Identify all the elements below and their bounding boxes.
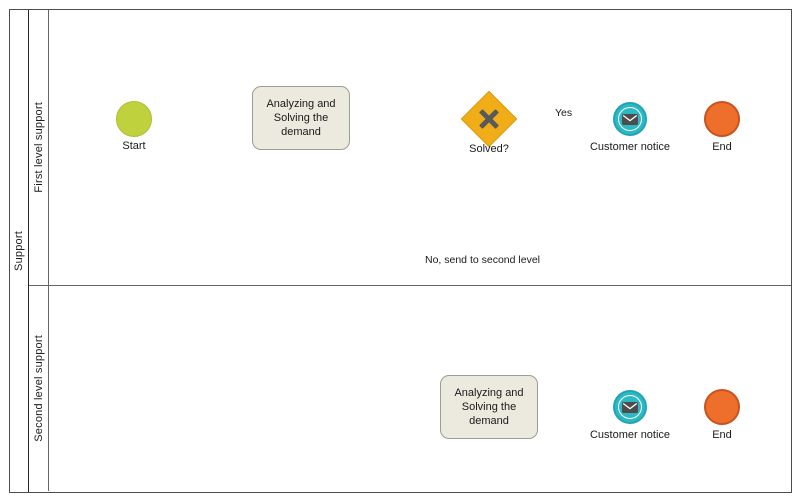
start-event-label: Start xyxy=(122,140,146,152)
x-marker-icon xyxy=(461,91,517,147)
lane-title-first-level: First level support xyxy=(32,102,45,193)
pool-title: Support xyxy=(13,231,25,271)
gateway-label-solved: Solved? xyxy=(469,143,509,155)
envelope-icon xyxy=(618,107,642,131)
task-analyzing-solving-level2[interactable]: Analyzing and Solving the demand xyxy=(440,375,538,439)
envelope-icon xyxy=(618,395,642,419)
lane-second-level-support[interactable]: Second level support xyxy=(29,286,791,491)
message-event-label-level1: Customer notice xyxy=(589,141,671,153)
task-analyzing-solving-level1[interactable]: Analyzing and Solving the demand xyxy=(252,86,350,150)
end-event-label-level2: End xyxy=(712,429,732,441)
start-event-icon[interactable] xyxy=(116,101,152,137)
message-event-label-level2: Customer notice xyxy=(589,429,671,441)
lane-header-second-level: Second level support xyxy=(29,286,49,491)
end-event-label-level1: End xyxy=(712,141,732,153)
message-event-circle[interactable] xyxy=(613,102,647,136)
pool-header: Support xyxy=(10,10,29,492)
pool-support[interactable]: Support First level support Second level… xyxy=(9,9,792,493)
flow-label-yes: Yes xyxy=(553,107,575,119)
lane-header-first-level: First level support xyxy=(29,10,49,285)
flow-label-no-send-second-level: No, send to second level xyxy=(423,254,542,266)
end-event-icon[interactable] xyxy=(704,101,740,137)
lane-title-second-level: Second level support xyxy=(32,335,45,442)
lane-first-level-support[interactable]: First level support xyxy=(29,10,791,286)
exclusive-gateway-solved[interactable] xyxy=(460,90,518,148)
end-event-icon-level2[interactable] xyxy=(704,389,740,425)
message-event-circle-level2[interactable] xyxy=(613,390,647,424)
